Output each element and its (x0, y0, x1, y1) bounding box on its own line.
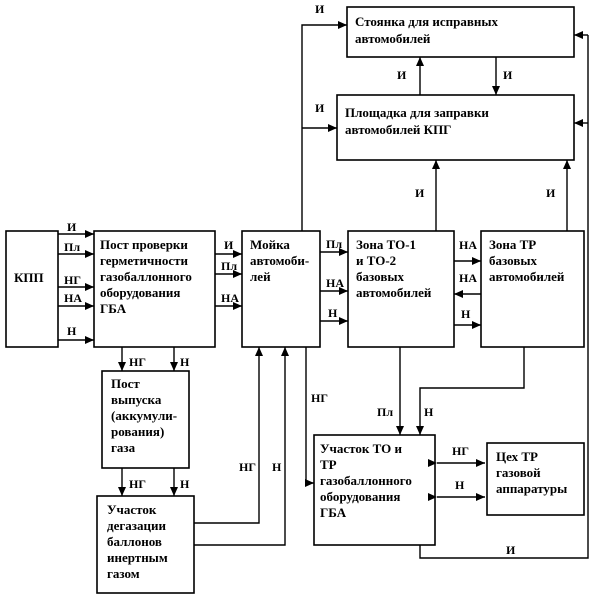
label-gba-shop-n: Н (455, 478, 465, 492)
label-kpp-pl: Пл (64, 240, 80, 254)
box-check-post-line-1: Пост проверки (100, 237, 188, 252)
edge-tr-gba-n (416, 347, 525, 435)
label-kpp-n: Н (67, 324, 77, 338)
box-parking-line-1: Стоянка для исправных (355, 14, 499, 29)
box-tr-zone-line-1: Зона ТР (489, 237, 536, 252)
label-wash-parking-i: И (315, 2, 325, 16)
label-gba-shop-ng: НГ (452, 444, 469, 458)
box-refuel-line-2: автомобилей КПГ (345, 122, 451, 137)
box-check-post-line-2: герметичности (100, 253, 189, 268)
box-wash-line-3: лей (250, 269, 271, 284)
box-check-post-line-5: ГБА (100, 301, 127, 316)
box-gba-section-line-1: Участок ТО и (320, 441, 402, 456)
label-kpp-ng: НГ (64, 273, 81, 287)
label-to-tr-na-1: НА (459, 238, 477, 252)
box-to-zone: Зона ТО-1 и ТО-2 базовых автомобилей (347, 230, 455, 348)
box-refuel: Площадка для заправки автомобилей КПГ (336, 94, 575, 161)
label-release-degas-ng: НГ (129, 477, 146, 491)
edge-wash-parking-i (301, 21, 347, 231)
box-check-post: Пост проверки герметичности газобаллонно… (93, 230, 216, 348)
box-release-post-line-2: выпуска (111, 392, 162, 407)
label-check-pl: Пл (221, 259, 237, 273)
box-to-zone-line-3: базовых (356, 269, 404, 284)
label-tr-refuel-i: И (546, 186, 556, 200)
box-release-post-line-4: рования) (111, 424, 164, 439)
box-parking-line-2: автомобилей (355, 31, 431, 46)
label-kpp-i: И (67, 220, 77, 234)
label-check-i: И (224, 238, 234, 252)
box-release-post-line-3: (аккумули- (111, 408, 177, 423)
label-check-release-n: Н (180, 355, 190, 369)
box-check-post-line-3: газобаллонного (100, 269, 192, 284)
box-to-zone-line-1: Зона ТО-1 (356, 237, 416, 252)
box-release-post-line-5: газа (111, 440, 136, 455)
label-degas-wash-n: Н (272, 460, 282, 474)
label-check-release-ng: НГ (129, 355, 146, 369)
edge-wash-gba-ng (305, 347, 314, 487)
label-wash-na: НА (326, 276, 344, 290)
box-release-post: Пост выпуска (аккумули- рования) газа (101, 370, 190, 469)
box-tr-shop: Цех ТР газовой аппаратуры (486, 442, 585, 516)
box-kpp: КПП (5, 230, 59, 348)
label-to-tr-na-2: НА (459, 271, 477, 285)
label-wash-refuel-i: И (315, 101, 325, 115)
edge-degas-wash-n (194, 347, 289, 546)
box-to-zone-line-2: и ТО-2 (356, 253, 396, 268)
box-kpp-line-1: КПП (14, 270, 44, 285)
box-gba-section: Участок ТО и ТР газобаллонного оборудова… (313, 434, 436, 546)
label-to-tr-n: Н (461, 307, 471, 321)
label-wash-gba-ng: НГ (311, 391, 328, 405)
edge-gba-loop-line (419, 35, 589, 559)
label-kpp-na: НА (64, 291, 82, 305)
box-degas-line-5: газом (107, 566, 140, 581)
label-loop-i: И (506, 543, 516, 557)
label-to-refuel-i: И (415, 186, 425, 200)
box-refuel-line-1: Площадка для заправки (345, 105, 489, 120)
box-gba-section-line-2: ТР (320, 457, 337, 472)
box-wash-line-2: автомоби- (250, 253, 309, 268)
label-wash-n: Н (328, 306, 338, 320)
label-wash-pl: Пл (326, 237, 342, 251)
box-tr-zone: Зона ТР базовых автомобилей (480, 230, 585, 348)
box-to-zone-line-4: автомобилей (356, 285, 432, 300)
box-tr-zone-line-3: автомобилей (489, 269, 565, 284)
label-check-na: НА (221, 291, 239, 305)
box-degas-line-4: инертным (107, 550, 168, 565)
box-parking: Стоянка для исправных автомобилей (346, 6, 575, 58)
label-parking-refuel-i: И (503, 68, 513, 82)
box-degas-line-2: дегазации (107, 518, 166, 533)
box-release-post-line-1: Пост (111, 376, 140, 391)
edge-degas-wash-ng (194, 347, 263, 524)
box-degas-line-3: баллонов (107, 534, 162, 549)
label-tr-gba-n: Н (424, 405, 434, 419)
box-degas-line-1: Участок (107, 502, 157, 517)
box-tr-shop-line-2: газовой (496, 465, 541, 480)
box-degas: Участок дегазации баллонов инертным газо… (96, 495, 195, 594)
box-check-post-line-4: оборудования (100, 285, 180, 300)
box-gba-section-line-5: ГБА (320, 505, 347, 520)
box-wash-line-1: Мойка (250, 237, 290, 252)
label-refuel-parking-i: И (397, 68, 407, 82)
box-tr-zone-line-2: базовых (489, 253, 537, 268)
label-degas-wash-ng: НГ (239, 460, 256, 474)
box-gba-section-line-3: газобаллонного (320, 473, 412, 488)
label-release-degas-n: Н (180, 477, 190, 491)
box-tr-shop-line-3: аппаратуры (496, 481, 567, 496)
label-to-gba-pl: Пл (377, 405, 393, 419)
box-wash: Мойка автомоби- лей (241, 230, 321, 348)
box-tr-shop-line-1: Цех ТР (496, 449, 538, 464)
box-gba-section-line-4: оборудования (320, 489, 400, 504)
